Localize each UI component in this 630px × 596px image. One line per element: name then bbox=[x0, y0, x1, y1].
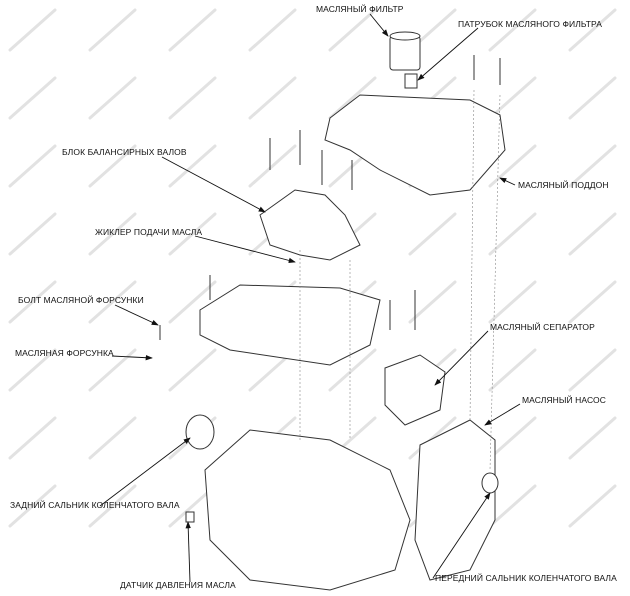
label-oil-nozzle: МАСЛЯНАЯ ФОРСУНКА bbox=[15, 348, 114, 358]
oil-pressure-sensor-part bbox=[185, 511, 195, 523]
watermark-mark bbox=[328, 348, 377, 392]
oil-pan-part bbox=[324, 94, 506, 196]
watermark-mark bbox=[8, 348, 57, 392]
watermark-mark bbox=[88, 76, 137, 120]
watermark-mark bbox=[168, 348, 217, 392]
watermark-mark bbox=[8, 76, 57, 120]
watermark-mark bbox=[88, 144, 137, 188]
watermark-mark bbox=[168, 280, 217, 324]
label-balance-shaft-unit: БЛОК БАЛАНСИРНЫХ ВАЛОВ bbox=[62, 147, 187, 157]
bedplate-part bbox=[199, 284, 381, 366]
watermark-mark bbox=[568, 212, 617, 256]
watermark-mark bbox=[88, 484, 137, 528]
bolts bbox=[159, 55, 501, 340]
watermark-mark bbox=[328, 8, 377, 52]
label-rear-crank-seal: ЗАДНИЙ САЛЬНИК КОЛЕНЧАТОГО ВАЛА bbox=[10, 500, 180, 510]
rear-crank-seal-part bbox=[185, 414, 215, 450]
watermark-mark bbox=[8, 416, 57, 460]
watermark-mark bbox=[8, 8, 57, 52]
label-oil-pan: МАСЛЯНЫЙ ПОДДОН bbox=[518, 180, 609, 190]
label-oil-filter-pipe: ПАТРУБОК МАСЛЯНОГО ФИЛЬТРА bbox=[458, 19, 603, 29]
watermark-mark bbox=[568, 144, 617, 188]
watermark-mark bbox=[568, 280, 617, 324]
watermark-mark bbox=[488, 8, 537, 52]
watermark-mark bbox=[568, 8, 617, 52]
label-oil-nozzle-bolt: БОЛТ МАСЛЯНОЙ ФОРСУНКИ bbox=[18, 295, 144, 305]
watermark-mark bbox=[488, 484, 537, 528]
watermark-mark bbox=[8, 280, 57, 324]
watermark-mark bbox=[248, 8, 297, 52]
oil-filter-part bbox=[389, 31, 421, 71]
label-oil-jet: ЖИКЛЕР ПОДАЧИ МАСЛА bbox=[95, 227, 203, 237]
oil-pump-part bbox=[414, 419, 496, 581]
watermark-mark bbox=[248, 144, 297, 188]
watermark-mark bbox=[248, 76, 297, 120]
watermark-mark bbox=[488, 416, 537, 460]
watermark-mark bbox=[568, 484, 617, 528]
watermark-mark bbox=[88, 212, 137, 256]
watermark-mark bbox=[168, 144, 217, 188]
watermark-mark bbox=[8, 212, 57, 256]
watermark-mark bbox=[568, 76, 617, 120]
watermark-mark bbox=[328, 76, 377, 120]
watermark-mark bbox=[488, 280, 537, 324]
watermark-mark bbox=[88, 8, 137, 52]
front-crank-seal-part bbox=[481, 472, 499, 494]
watermark-mark bbox=[168, 8, 217, 52]
watermark-mark bbox=[168, 76, 217, 120]
watermark-mark bbox=[8, 484, 57, 528]
watermark-mark bbox=[88, 416, 137, 460]
label-oil-filter: МАСЛЯНЫЙ ФИЛЬТР bbox=[316, 4, 404, 14]
balance-shaft-unit-part bbox=[259, 189, 361, 261]
label-oil-separator: МАСЛЯНЫЙ СЕПАРАТОР bbox=[490, 322, 595, 332]
oil-filter-pipe-part bbox=[404, 73, 418, 89]
oil-separator-part bbox=[384, 354, 446, 426]
label-oil-pressure-sensor: ДАТЧИК ДАВЛЕНИЯ МАСЛА bbox=[120, 580, 236, 590]
watermark-mark bbox=[488, 348, 537, 392]
watermark-mark bbox=[168, 212, 217, 256]
label-front-crank-seal: ПЕРЕДНИЙ САЛЬНИК КОЛЕНЧАТОГО ВАЛА bbox=[435, 573, 617, 583]
watermark-mark bbox=[408, 280, 457, 324]
engine-block-part bbox=[204, 429, 411, 591]
watermark-mark bbox=[568, 416, 617, 460]
watermark-mark bbox=[568, 348, 617, 392]
watermark-mark bbox=[488, 76, 537, 120]
watermark-mark bbox=[488, 212, 537, 256]
alignment-lines bbox=[299, 89, 501, 471]
label-oil-pump: МАСЛЯНЫЙ НАСОС bbox=[522, 395, 606, 405]
watermark-mark bbox=[8, 144, 57, 188]
watermark-mark bbox=[408, 416, 457, 460]
watermark-mark bbox=[88, 280, 137, 324]
leader-lines bbox=[99, 13, 521, 583]
watermark-mark bbox=[408, 212, 457, 256]
